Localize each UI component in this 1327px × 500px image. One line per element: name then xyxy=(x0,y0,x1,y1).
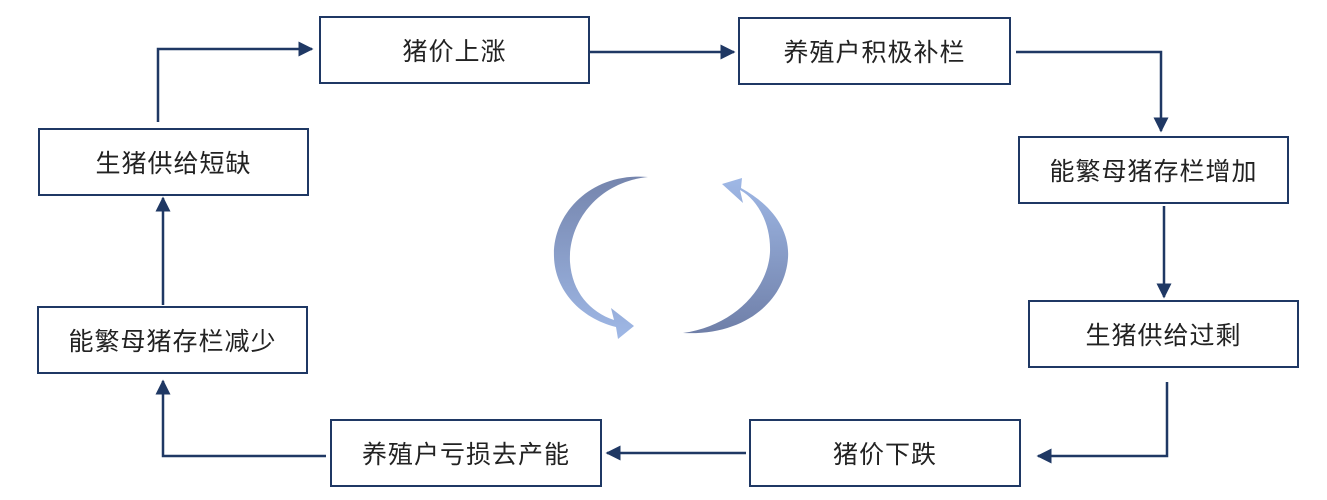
node-price-up: 猪价上涨 xyxy=(319,16,590,84)
node-oversupply: 生猪供给过剩 xyxy=(1028,300,1299,368)
node-sow-decrease: 能繁母猪存栏减少 xyxy=(37,306,308,374)
arrow-restock-to-sow-increase xyxy=(1016,50,1169,133)
cycle-arrows-icon xyxy=(553,176,789,339)
node-price-down: 猪价下跌 xyxy=(749,419,1021,487)
node-shortage: 生猪供给短缺 xyxy=(38,128,309,196)
arrow-capacity-cut-to-sow-decrease xyxy=(155,379,326,458)
node-restock: 养殖户积极补栏 xyxy=(738,17,1011,85)
node-capacity-cut: 养殖户亏损去产能 xyxy=(330,419,602,487)
cycle-arc-left xyxy=(553,176,648,339)
arrow-oversupply-to-price-down xyxy=(1036,382,1169,464)
node-sow-increase: 能繁母猪存栏增加 xyxy=(1018,136,1289,204)
cycle-arc-right xyxy=(683,178,789,334)
arrow-shortage-to-price-up xyxy=(156,41,314,122)
